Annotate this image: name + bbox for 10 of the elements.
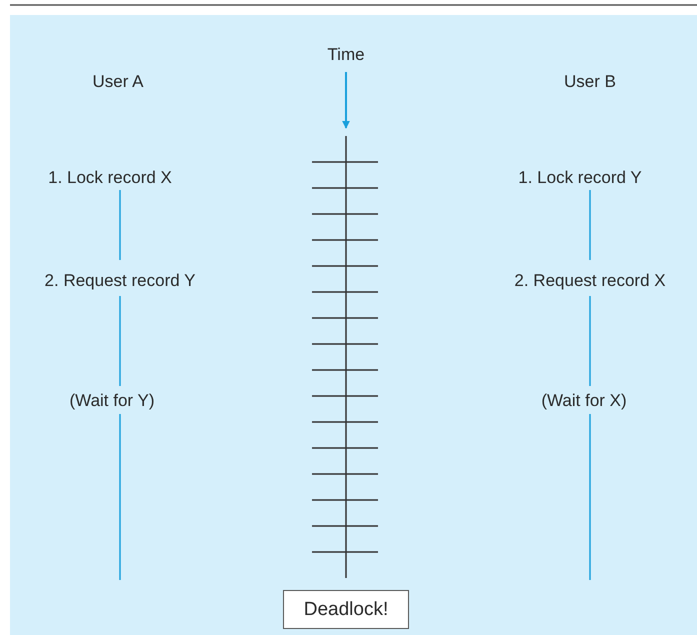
result-box: Deadlock! xyxy=(283,590,409,629)
step-text: 1. Lock record Y xyxy=(518,168,642,188)
axis-label: Time xyxy=(327,45,365,65)
step-text: 2. Request record Y xyxy=(44,271,196,291)
status-text: (Wait for X) xyxy=(541,391,627,411)
column-heading: User A xyxy=(92,72,144,92)
column-heading: User B xyxy=(564,72,616,92)
step-text: 2. Request record X xyxy=(514,271,666,291)
step-text: 1. Lock record X xyxy=(48,168,172,188)
status-text: (Wait for Y) xyxy=(70,391,154,411)
